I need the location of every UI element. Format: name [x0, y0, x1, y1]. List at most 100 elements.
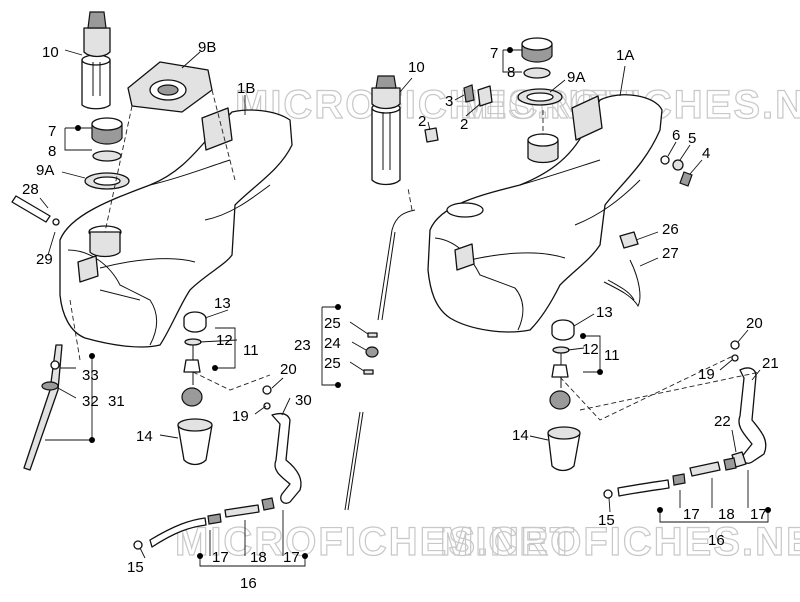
fuel-filter-14-left [177, 418, 213, 466]
coupler-17-left [207, 513, 222, 525]
tank-1a-mount-tab [454, 243, 475, 271]
callout-19-left: 19 [232, 408, 249, 425]
callout-30: 30 [295, 392, 312, 409]
fuel-level-sender-11-left [181, 345, 203, 407]
callout-11-left: 11 [243, 342, 259, 359]
gasket-12-right [552, 346, 570, 354]
callout-19-right: 19 [698, 366, 715, 383]
clamp-33 [50, 360, 60, 370]
grommet-32 [41, 381, 59, 391]
valve-24 [365, 346, 379, 358]
connector-18-right [689, 461, 721, 477]
left-assembly-dashed-lines [69, 89, 271, 391]
right-assembly-dashed-lines [407, 110, 761, 421]
fuel-tank-1b [59, 109, 293, 348]
callout-33: 33 [82, 367, 99, 384]
callout-20-left: 20 [280, 361, 297, 378]
callout-31: 31 [108, 393, 125, 410]
callout-18-left: 18 [250, 549, 267, 566]
filler-neck [89, 231, 121, 258]
clip-20-right [730, 340, 740, 350]
right-leader-lines [399, 49, 769, 523]
middle-leader-lines [321, 306, 369, 386]
callout-13-left: 13 [214, 295, 231, 312]
callout-32: 32 [82, 393, 99, 410]
fuel-cap-7-left [91, 117, 123, 145]
callout-17-left-a: 17 [212, 549, 229, 566]
callout-22: 22 [714, 413, 731, 430]
callout-14-right: 14 [512, 427, 529, 444]
callout-2-right-b: 2 [418, 113, 426, 130]
fuel-pump-10-right [371, 75, 401, 186]
heat-shield-9b [127, 61, 213, 113]
callout-8-left: 8 [48, 143, 56, 160]
left-reference-dots [75, 125, 308, 559]
filler-ring-right [446, 202, 484, 218]
callout-28: 28 [22, 181, 39, 198]
fuel-level-sender-11-right [549, 353, 571, 410]
tank-1a-lower-detail [434, 237, 524, 331]
callout-17-right-a: 17 [683, 506, 700, 523]
filler-neck-rim-right [527, 133, 559, 147]
callout-13-right: 13 [596, 304, 613, 321]
ring-9a-right [517, 88, 563, 106]
clamp-25b [363, 369, 374, 375]
callout-29: 29 [36, 251, 53, 268]
clamp-25a [367, 332, 378, 338]
vent-tube-28 [11, 195, 51, 223]
coupler-17b-left [261, 497, 275, 511]
clip-19-right [731, 354, 739, 362]
fuel-hose-30 [271, 413, 302, 504]
left-leader-lines [39, 49, 306, 567]
callout-17-left-b: 17 [283, 549, 300, 566]
ring-9a-left [84, 172, 130, 190]
callout-8-right: 8 [507, 64, 515, 81]
fuel-tank-1a [427, 94, 663, 333]
right-reference-dots [507, 47, 771, 513]
vent-line-23 [344, 411, 364, 511]
fuel-cap-7-right [521, 37, 553, 63]
callout-25-b: 25 [324, 355, 341, 372]
callout-6: 6 [672, 127, 680, 144]
clip-15-left [133, 540, 143, 550]
callout-4: 4 [702, 145, 710, 162]
watermark-text-bottom-right: MICROFICHES.NET [440, 520, 800, 564]
callout-21: 21 [762, 355, 779, 372]
clip-15-right [603, 489, 613, 499]
clip-29 [52, 218, 60, 226]
callout-10-left: 10 [42, 44, 59, 61]
tank-1b-ridge [99, 159, 271, 269]
washer-5 [672, 159, 684, 171]
callout-11-right: 11 [604, 347, 620, 364]
callout-1a: 1A [616, 47, 634, 64]
fuel-filter-14-right [547, 426, 581, 472]
callout-7-left: 7 [48, 123, 56, 140]
callout-23: 23 [294, 337, 311, 354]
fuel-hose-21 [738, 367, 767, 464]
nut-2b [424, 127, 439, 143]
callout-17-right-b: 17 [750, 506, 767, 523]
tank-1a-ridge [469, 159, 641, 261]
callout-26: 26 [662, 221, 679, 238]
fuel-pump-10-left [81, 11, 111, 110]
fuel-line-16-left [149, 517, 207, 548]
callout-9a-left: 9A [36, 162, 54, 179]
callout-10-right: 10 [408, 59, 425, 76]
coupler-17d-right [723, 457, 737, 471]
callout-18-right: 18 [718, 506, 735, 523]
tank-1b-mount-tab [77, 255, 99, 283]
bolt-4 [679, 171, 693, 187]
screw-3 [463, 84, 475, 103]
hose-27 [603, 259, 641, 308]
callout-15-right: 15 [598, 512, 615, 529]
watermark-text-bottom-left: MICROFICHES.NET [175, 520, 576, 564]
bracket-2a [477, 85, 493, 107]
left-fuel-tank-assembly [11, 11, 308, 567]
callout-20-right: 20 [746, 315, 763, 332]
callout-3: 3 [445, 93, 453, 110]
coupler-17c-right [672, 473, 686, 486]
watermark-text-top: MICROFICHES.NET [235, 83, 636, 127]
callout-labels: 10 9B 1B 7 8 9A 28 29 33 32 31 13 12 11 … [22, 39, 779, 592]
dot-23-top [335, 304, 341, 310]
